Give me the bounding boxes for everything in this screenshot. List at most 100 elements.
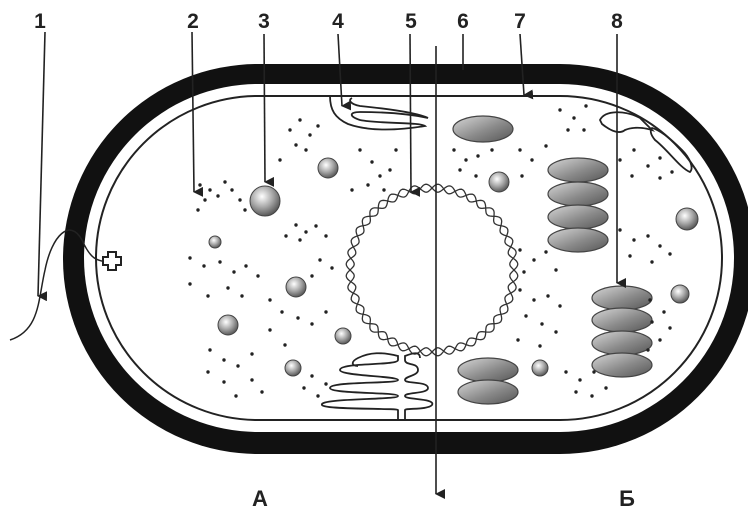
dot <box>208 348 211 351</box>
dot <box>250 378 253 381</box>
dot <box>206 370 209 373</box>
dot <box>234 394 237 397</box>
dot <box>518 288 521 291</box>
pointer-3 <box>264 34 265 182</box>
dot <box>378 174 381 177</box>
dot <box>628 254 631 257</box>
dot <box>196 208 199 211</box>
dot <box>522 270 525 273</box>
dot <box>302 386 305 389</box>
label-4: 4 <box>332 10 344 33</box>
dot <box>578 378 581 381</box>
dot <box>358 148 361 151</box>
label-5: 5 <box>405 10 417 33</box>
dot <box>544 144 547 147</box>
dot <box>222 358 225 361</box>
dot <box>520 174 523 177</box>
dot <box>648 298 651 301</box>
dot <box>544 250 547 253</box>
label-side-b: Б <box>619 486 635 511</box>
label-side-a: А <box>252 486 268 511</box>
dot <box>330 266 333 269</box>
dot <box>236 364 239 367</box>
dot <box>582 128 585 131</box>
pointer-5 <box>410 34 411 192</box>
label-7: 7 <box>514 10 526 33</box>
dot <box>518 148 521 151</box>
dot <box>223 180 226 183</box>
dot <box>604 386 607 389</box>
dot <box>632 148 635 151</box>
dot <box>296 316 299 319</box>
dot <box>216 194 219 197</box>
dot <box>646 234 649 237</box>
dot <box>530 158 533 161</box>
dot <box>584 104 587 107</box>
dot <box>662 310 665 313</box>
dot <box>490 148 493 151</box>
dot <box>316 124 319 127</box>
dot <box>244 264 247 267</box>
dot <box>232 270 235 273</box>
dot <box>668 252 671 255</box>
dot <box>278 158 281 161</box>
dot <box>238 198 241 201</box>
dot <box>240 294 243 297</box>
dot <box>324 310 327 313</box>
dot <box>382 188 385 191</box>
dot <box>532 258 535 261</box>
dot <box>218 260 221 263</box>
dot <box>518 248 521 251</box>
dot <box>188 282 191 285</box>
dot <box>222 380 225 383</box>
dot <box>476 154 479 157</box>
dot <box>658 176 661 179</box>
dot <box>464 158 467 161</box>
label-8: 8 <box>611 10 623 33</box>
dot <box>310 374 313 377</box>
label-6: 6 <box>457 10 469 33</box>
dot <box>206 294 209 297</box>
dot <box>298 238 301 241</box>
dot <box>250 352 253 355</box>
dot <box>632 238 635 241</box>
dot <box>324 382 327 385</box>
dot <box>452 148 455 151</box>
dot <box>268 328 271 331</box>
dot <box>618 158 621 161</box>
dot <box>350 188 353 191</box>
dot <box>618 228 621 231</box>
dot <box>288 128 291 131</box>
dot <box>658 156 661 159</box>
dot <box>370 160 373 163</box>
dot <box>668 326 671 329</box>
dot <box>554 330 557 333</box>
dot <box>558 304 561 307</box>
dot <box>566 128 569 131</box>
dot <box>304 230 307 233</box>
dot <box>650 320 653 323</box>
dot <box>243 208 246 211</box>
dot <box>458 168 461 171</box>
cell-interior <box>84 84 734 432</box>
dot <box>208 188 211 191</box>
dot <box>554 268 557 271</box>
dot <box>198 183 201 186</box>
dot <box>538 344 541 347</box>
dot <box>294 143 297 146</box>
dot <box>314 224 317 227</box>
dot <box>558 108 561 111</box>
dot <box>256 274 259 277</box>
dot <box>646 164 649 167</box>
dot <box>574 390 577 393</box>
dot <box>388 168 391 171</box>
dot <box>324 234 327 237</box>
dot <box>283 343 286 346</box>
dot <box>590 394 593 397</box>
dot <box>366 183 369 186</box>
dot <box>268 298 271 301</box>
dot <box>546 294 549 297</box>
dot <box>304 148 307 151</box>
label-1: 1 <box>34 10 46 33</box>
